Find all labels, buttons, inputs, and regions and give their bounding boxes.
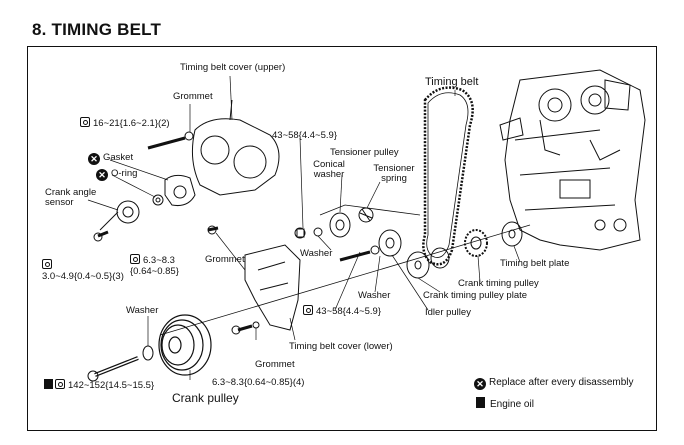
label-conical-washer: Conical washer	[313, 159, 345, 180]
cover-lower-shape	[244, 244, 301, 331]
crank-pulley-shape	[158, 314, 212, 376]
label-washer-upper: Washer	[300, 248, 333, 259]
label-grommet-top: Grommet	[173, 91, 213, 102]
torque-wrench-icon	[55, 379, 65, 389]
timing-belt	[422, 86, 474, 266]
torque-spec-top: 16~21{1.6~2.1}(2)	[80, 117, 170, 129]
label-timing-belt-cover-lower: Timing belt cover (lower)	[289, 341, 393, 352]
torque-wrench-icon	[130, 254, 140, 264]
label-tensioner-pulley: Tensioner pulley	[330, 147, 399, 158]
label-timing-belt-plate: Timing belt plate	[500, 258, 570, 269]
cover-upper-shape	[191, 99, 280, 196]
torque-spec-mid: 6.3~8.3 {0.64~0.85}	[130, 254, 179, 277]
label-gasket: ✕Gasket	[88, 153, 133, 165]
torque-spec-sensor: 3.0~4.9{0.4~0.5}(3)	[42, 259, 124, 282]
replace-icon: ✕	[96, 169, 108, 181]
label-grommet-low: Grommet	[255, 359, 295, 370]
torque-spec-low: 6.3~8.3{0.64~0.85}(4)	[212, 377, 305, 388]
label-tensioner-spring: Tensioner spring	[373, 163, 415, 184]
torque-spec-crank: 142~152{14.5~15.5}	[44, 379, 154, 391]
label-washer-left: Washer	[126, 305, 159, 316]
label-crank-angle-sensor: Crank angle sensor	[45, 187, 97, 208]
torque-wrench-icon	[80, 117, 90, 127]
legend-oil: Engine oil	[476, 397, 534, 411]
label-grommet-mid: Grommet	[205, 254, 245, 265]
replace-icon: ✕	[474, 378, 486, 390]
legend-replace: ✕Replace after every disassembly	[474, 377, 634, 390]
label-crank-timing-pulley: Crank timing pulley	[458, 278, 539, 289]
diagram-frame	[27, 46, 657, 431]
label-washer-right: Washer	[358, 290, 391, 301]
label-crank-pulley: Crank pulley	[172, 391, 239, 405]
label-timing-belt-cover-upper: Timing belt cover (upper)	[180, 62, 286, 73]
page-title: 8. TIMING BELT	[32, 20, 162, 39]
oil-can-icon	[44, 379, 53, 389]
torque-wrench-icon	[42, 259, 52, 269]
replace-icon: ✕	[88, 153, 100, 165]
oil-can-icon	[476, 397, 485, 408]
torque-spec-idler: 43~58{4.4~5.9}	[303, 305, 381, 317]
label-o-ring: ✕O-ring	[96, 169, 137, 181]
label-idler-pulley: Idler pulley	[425, 307, 471, 318]
torque-wrench-icon	[303, 305, 313, 315]
label-timing-belt: Timing belt	[425, 76, 479, 88]
engine-block	[499, 69, 646, 251]
torque-spec-tensioner: 43~58{4.4~5.9}	[272, 130, 337, 141]
label-crank-timing-pulley-plate: Crank timing pulley plate	[423, 290, 528, 301]
